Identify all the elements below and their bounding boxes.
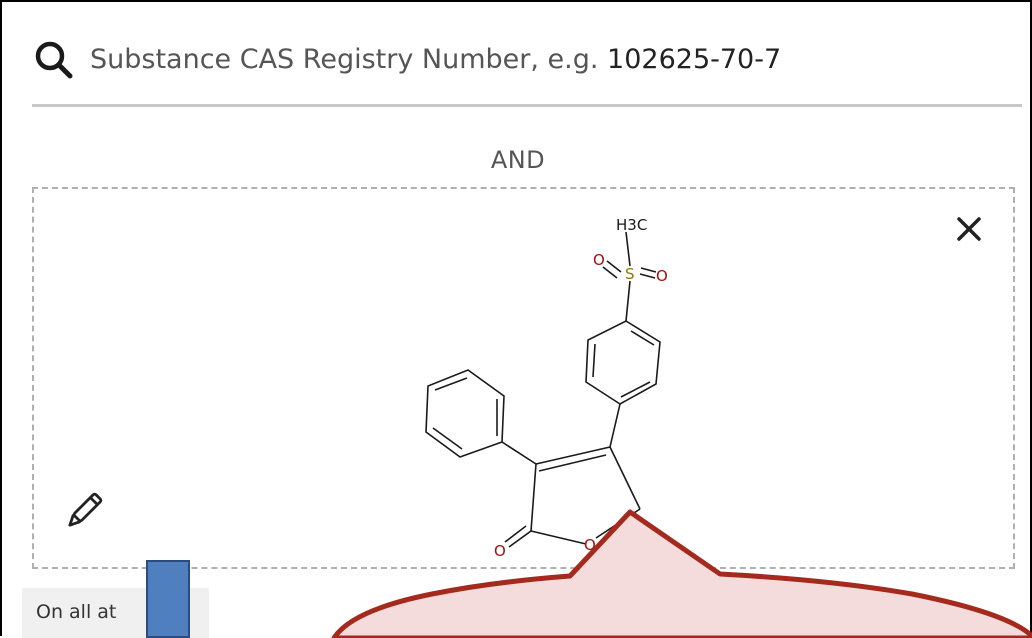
atom-sulfur-label: S bbox=[625, 265, 635, 283]
annotation-callout bbox=[331, 509, 1032, 638]
search-placeholder-example: 102625-70-7 bbox=[607, 44, 782, 75]
close-icon[interactable] bbox=[953, 213, 985, 245]
molecule-structure-drawing: H3C O S O O O bbox=[425, 216, 668, 560]
atom-ring-oxygen: O bbox=[584, 536, 596, 554]
atom-carbonyl-oxygen: O bbox=[494, 542, 506, 560]
atom-sulfonyl-oxygen-left: O bbox=[593, 251, 605, 269]
cas-search-row[interactable]: Substance CAS Registry Number, e.g. 1026… bbox=[32, 32, 1022, 107]
atoms-option-label: On all at bbox=[36, 601, 117, 623]
search-icon[interactable] bbox=[32, 38, 76, 82]
pencil-icon[interactable] bbox=[62, 489, 106, 533]
search-placeholder-text: Substance CAS Registry Number, e.g. bbox=[90, 44, 599, 75]
and-operator-label: AND bbox=[490, 146, 546, 174]
cas-search-input[interactable]: Substance CAS Registry Number, e.g. 1026… bbox=[90, 38, 990, 82]
structure-query-box[interactable]: H3C O S O O O bbox=[32, 187, 1015, 569]
atom-methyl-label: H3C bbox=[616, 216, 647, 234]
annotation-marker bbox=[146, 560, 190, 638]
atom-sulfonyl-oxygen-right: O bbox=[656, 267, 668, 285]
